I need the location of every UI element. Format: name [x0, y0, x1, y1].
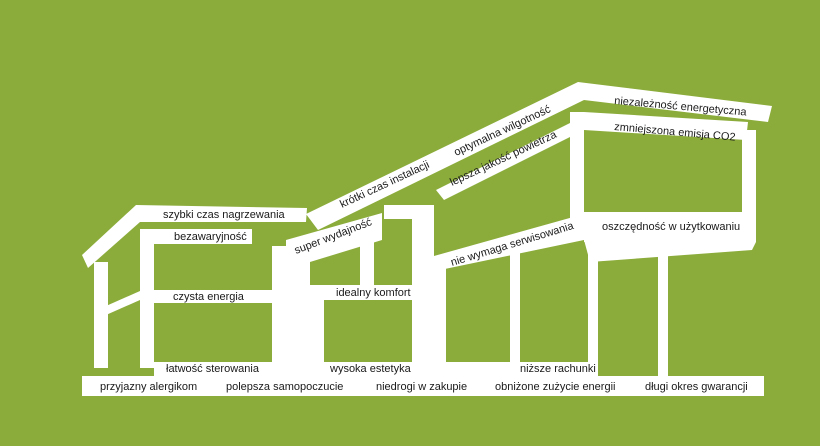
pillar-4 [658, 240, 668, 376]
label-oszczednosc: oszczędność w użytkowaniu [602, 221, 740, 233]
label-niedrogi-w-zakupie: niedrogi w zakupie [376, 381, 467, 393]
label-czysta-energia: czysta energia [173, 291, 245, 303]
left-outer-wall [94, 262, 108, 368]
box-super-wydajnosc [286, 213, 382, 300]
band-bezawaryjnosc [140, 229, 252, 244]
pillar-3 [588, 250, 598, 376]
pillar-1 [434, 256, 446, 376]
label-krotki-czas-instalacji: krótki czas instalacji [338, 159, 431, 211]
band-idealny-komfort [308, 285, 412, 300]
label-wysoka-estetyka: wysoka estetyka [329, 363, 412, 375]
left-brace [106, 291, 140, 315]
label-bezawaryjnosc: bezawaryjność [174, 231, 247, 243]
band-latwosc [154, 362, 278, 376]
band-czysta-energia [154, 290, 274, 303]
left-wing-roof [82, 205, 307, 268]
right-building-wall [570, 112, 584, 230]
center-pillar-cap [384, 205, 424, 219]
right-frame-top [584, 112, 748, 140]
base-labels: przyjazny alergikom polepsza samopoczuci… [100, 381, 748, 393]
main-roof [306, 82, 772, 230]
center-left-pillar [272, 246, 288, 376]
label-dlugi-okres-gwarancji: długi okres gwarancji [645, 381, 748, 393]
band-nie-wymaga [434, 214, 584, 270]
lower-roof-band [436, 118, 584, 200]
label-latwosc-sterowania: łatwość sterowania [166, 363, 260, 375]
label-nizsze-rachunki: niższe rachunki [520, 363, 596, 375]
center-column [310, 300, 324, 376]
left-wing-labels: szybki czas nagrzewania bezawaryjność cz… [163, 209, 286, 375]
right-overhang [584, 240, 756, 262]
label-szybki-czas-nagrzewania: szybki czas nagrzewania [163, 209, 286, 221]
band-wysoka-estetyka [310, 362, 432, 376]
label-obnizone-zuzycie: obniżone zużycie energii [495, 381, 615, 393]
band-nizsze-rachunki [446, 362, 592, 376]
band-oszczednosc [584, 212, 756, 242]
base-band [82, 376, 764, 396]
label-polepsza-samopoczucie: polepsza samopoczucie [226, 381, 343, 393]
house-shape [82, 82, 772, 396]
center-block [286, 300, 310, 376]
center-inner-column [360, 226, 374, 286]
center-tall-pillar [412, 205, 434, 376]
pillar-2 [510, 250, 520, 376]
left-inner-column [140, 230, 154, 368]
label-przyjazny-alergikom: przyjazny alergikom [100, 381, 197, 393]
label-idealny-komfort: idealny komfort [336, 287, 411, 299]
